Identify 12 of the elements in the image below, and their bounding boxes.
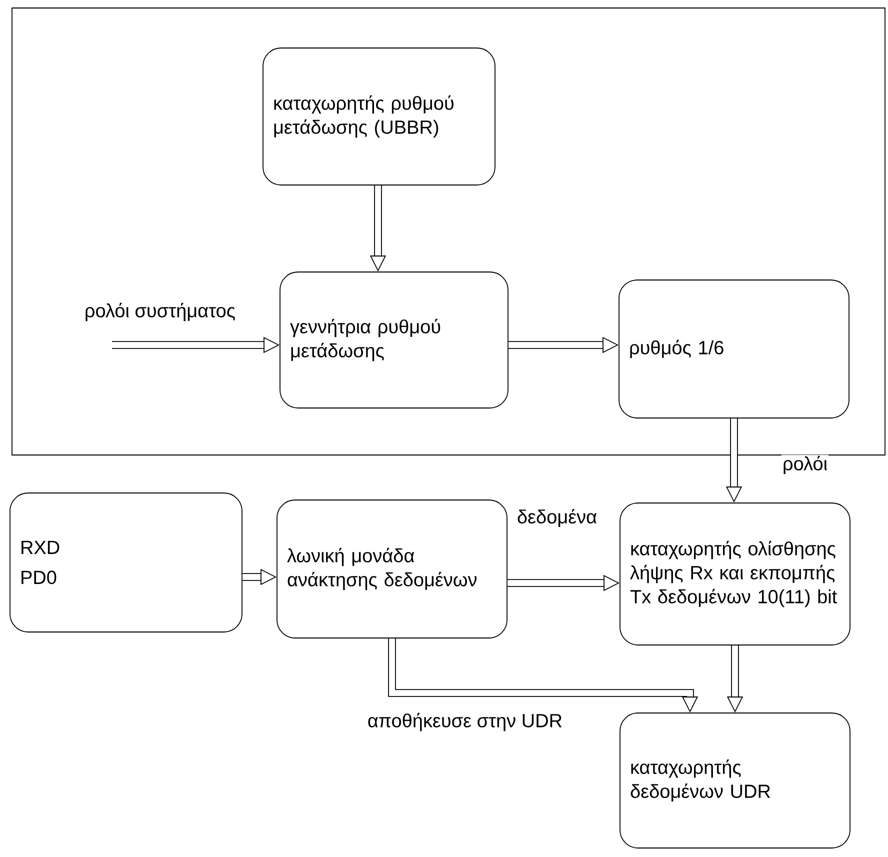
edge-label: δεδομένα [516,508,598,528]
process-box: καταχωρητής ρυθμού μετάδωσης (UBBR) [262,48,496,186]
frame-box [12,8,886,456]
register-box: λωνική μονάδα ανάκτησης δεδομένων [276,500,508,638]
edge-label: ρολόι συστήματος [83,302,237,322]
process-box: γεννήτρια ρυθμού μετάδωσης [280,272,508,408]
register-box: RXD PD0 [10,492,242,632]
edge-label: ρολόι [782,454,829,476]
process-box: ρυθμός 1/6 [618,280,850,418]
register-box: καταχωρητής δεδομένων UDR [620,712,850,848]
register-box: καταχωρητής ολίσθησης λήψης Rx και εκπομπής Tx δεδομένων 10(11) bit [620,502,850,646]
edge-label: αποθήκευσε στην UDR [366,712,564,732]
